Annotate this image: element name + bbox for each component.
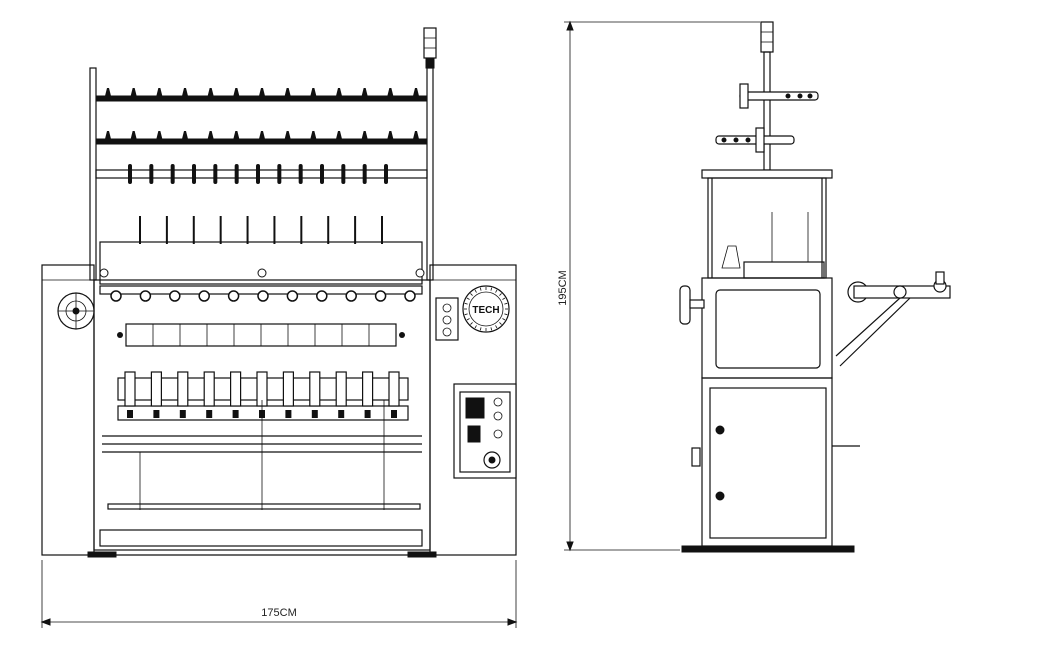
spool-icon [182, 88, 188, 96]
side-creel-arm-upper [739, 91, 819, 101]
yarn-guide [277, 164, 282, 184]
spool-icon [207, 131, 214, 139]
shuttle [309, 371, 321, 407]
side-hand-wheel [679, 285, 705, 325]
shuttle-row [124, 371, 400, 418]
spool-icon [336, 88, 342, 96]
spool-icon [310, 131, 317, 139]
shuttle [362, 371, 374, 407]
shuttle [335, 371, 347, 407]
spool-icon [413, 131, 419, 139]
gear-icon [316, 290, 328, 302]
gear-icon [286, 290, 299, 302]
side-signal-lamp [760, 21, 774, 53]
width-dimension: 175CM [40, 560, 518, 628]
yarn-guide [298, 164, 303, 184]
spool-row-top [105, 88, 419, 96]
main-body [93, 279, 431, 551]
side-top-plate [701, 169, 833, 179]
needle-board [99, 241, 423, 285]
yarn-guide [128, 164, 132, 184]
shuttle [282, 371, 294, 407]
spool-icon [156, 88, 163, 96]
side-door [709, 387, 827, 539]
shuttle [124, 371, 136, 407]
gear-icon [374, 290, 387, 302]
spool-icon [361, 88, 368, 96]
height-label: 195CM [557, 270, 569, 305]
side-window [715, 289, 821, 369]
creel-guide-rail [95, 169, 428, 179]
spool-icon [336, 131, 342, 139]
yarn-guide [213, 164, 218, 184]
brand-badge: TECH [472, 305, 499, 316]
gear-icon [345, 290, 357, 302]
front-view: TECH 175CM [40, 27, 518, 628]
side-beam-arm [835, 271, 951, 367]
control-dial-panel: TECH [435, 285, 510, 341]
spool-icon [361, 131, 368, 139]
side-base [681, 545, 855, 553]
hand-wheel-icon [57, 292, 95, 330]
yarn-guide [341, 164, 346, 184]
yarn-guide [256, 164, 260, 184]
creel-bar-top [95, 95, 428, 102]
spool-icon [233, 88, 240, 96]
control-box [453, 383, 517, 479]
spool-icon [105, 88, 111, 96]
signal-lamp [423, 27, 437, 69]
height-dimension: 195CM [557, 20, 760, 552]
shuttle [203, 371, 215, 407]
spool-icon [413, 88, 419, 96]
width-label: 175CM [261, 607, 296, 619]
spool-icon [284, 88, 291, 96]
side-view: 195CM [557, 20, 951, 553]
spool-icon [130, 131, 137, 139]
side-creel-arm-lower [715, 135, 795, 145]
creel-bar-mid [95, 138, 428, 145]
gear-icon [139, 290, 152, 302]
spool-icon [156, 131, 163, 139]
gear-icon [169, 290, 181, 302]
gear-icon [198, 290, 210, 302]
gear-row [99, 268, 425, 302]
gear-icon [110, 290, 122, 302]
needle-row [139, 216, 383, 244]
shuttle [388, 371, 400, 407]
yarn-guide [362, 164, 367, 184]
yarn-guide-row [128, 164, 388, 184]
spool-icon [284, 131, 291, 139]
spool-icon [130, 88, 137, 96]
spool-icon [387, 131, 394, 139]
spool-icon [387, 88, 394, 96]
yarn-guide [320, 164, 324, 184]
gear-icon [257, 290, 269, 302]
creel-post-left [89, 67, 97, 281]
spool-icon [207, 88, 214, 96]
creel-post-right [426, 67, 434, 281]
shuttle [150, 371, 162, 407]
spool-icon [182, 131, 188, 139]
shuttle [177, 371, 189, 407]
spool-icon [259, 131, 265, 139]
yarn-guide [234, 164, 239, 184]
spool-icon [233, 131, 240, 139]
yarn-guide [192, 164, 196, 184]
yarn-guide [384, 164, 388, 184]
yarn-guide [149, 164, 154, 184]
yarn-guide [170, 164, 175, 184]
gear-icon [404, 290, 416, 302]
gear-icon [227, 290, 240, 302]
spool-row-mid [105, 131, 419, 139]
spool-icon [310, 88, 317, 96]
spool-icon [259, 88, 265, 96]
shuttle [230, 371, 242, 407]
spool-icon [105, 131, 111, 139]
